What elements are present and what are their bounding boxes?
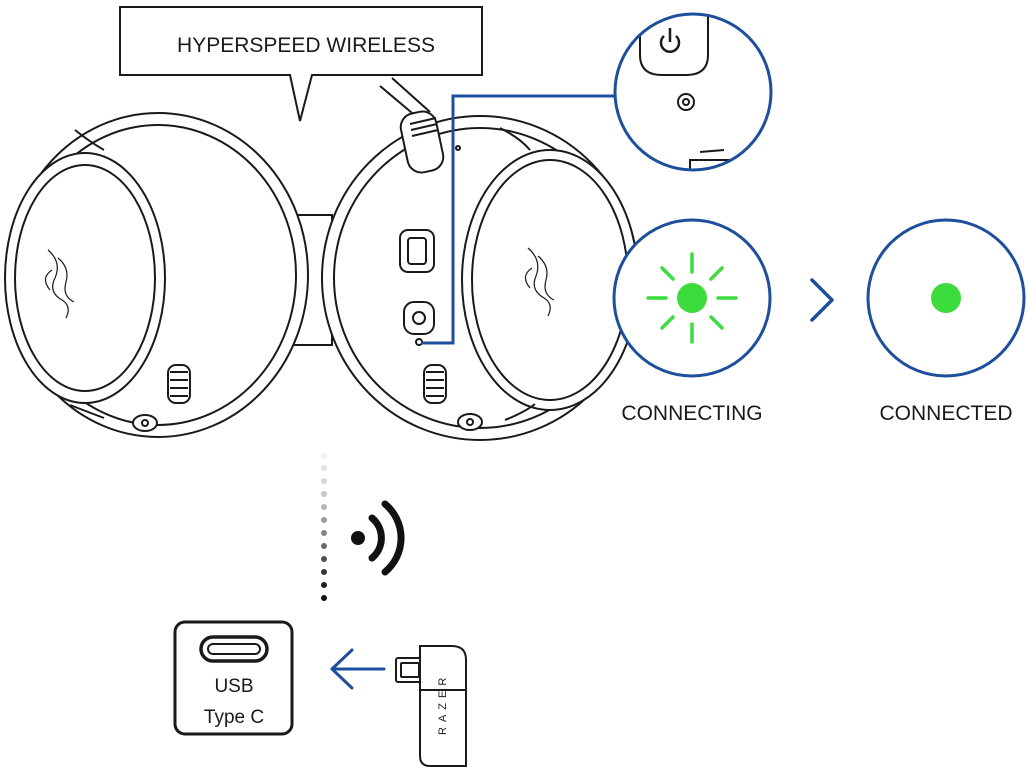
right-earcup [321,77,639,441]
status-label-connected: CONNECTED [879,402,1012,425]
status-connecting: CONNECTING [612,218,772,425]
port-label-line2: Type C [204,707,264,728]
wireless-signal-icon [351,500,405,576]
callout-text: HYPERSPEED WIRELESS [177,34,435,57]
razer-logo-icon [44,249,75,319]
zoom-leader-line [421,94,615,345]
left-earcup [4,112,309,438]
callout: HYPERSPEED WIRELESS [119,6,483,122]
zoom-detail-circle [613,12,773,172]
razer-logo-icon [524,247,555,317]
usb-dongle: RAZER [395,645,467,767]
power-icon [659,28,681,53]
arrow-left-icon [330,648,386,690]
status-connected: CONNECTED [866,218,1026,425]
port-label-line1: USB [214,676,253,697]
status-label-connecting: CONNECTING [621,402,762,425]
headset [4,77,639,441]
dongle-brand: RAZER [437,673,449,735]
usb-type-c-port: USB Type C [173,620,294,736]
chevron-right-icon [810,278,834,322]
blink-rays [646,252,738,344]
signal-dots [321,453,327,601]
indicator-light-solid [931,283,961,313]
indicator-light-blinking [677,283,707,313]
